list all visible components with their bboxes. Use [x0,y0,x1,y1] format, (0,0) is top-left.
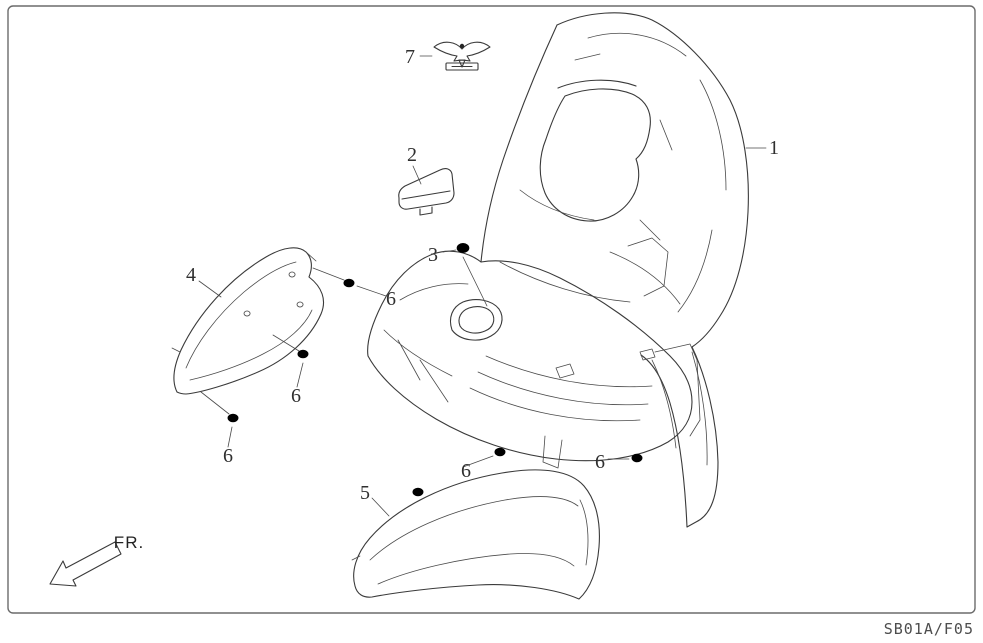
diagram-border [7,5,976,614]
callout-part-2: 2 [407,144,417,166]
screw-fastener [227,413,239,427]
callout-part-4: 4 [186,264,196,286]
screw-fastener [297,349,309,363]
front-cover-detail-lines [499,32,727,466]
callout-part-6: 6 [223,445,233,467]
left-garnish-detail-lines [171,251,317,381]
front-cover-outline [480,12,749,528]
center-shield-panel [367,250,701,469]
screw-fastener [631,453,643,467]
left-garnish-panel [171,247,325,395]
glove-recess [449,299,503,341]
front-cover-aperture [539,79,651,222]
front-cover-panel [480,12,749,528]
callout-part-6: 6 [595,451,605,473]
callout-part-6: 6 [461,460,471,482]
center-shield-detail-lines [383,283,701,469]
drawing-code: SB01A/F05 [883,620,974,638]
front-direction-label: FR. [113,533,145,552]
lid-panel [398,168,455,216]
center-shield-outline [367,250,693,462]
callout-part-1: 1 [769,137,779,159]
callout-part-7: 7 [405,46,415,68]
screw-fastener [494,447,506,461]
leader-lines [198,55,767,517]
callout-part-6: 6 [291,385,301,407]
left-garnish-outline [173,247,325,395]
lower-garnish-panel [351,469,600,600]
screw-fastener [343,278,355,292]
callout-part-5: 5 [360,482,370,504]
screw-part-3 [456,243,470,259]
lower-garnish-detail-lines [351,496,589,585]
front-direction-arrow [49,541,122,587]
eagle-emblem [433,41,491,71]
callout-part-3: 3 [428,244,438,266]
callout-part-6: 6 [386,288,396,310]
lower-garnish-outline [353,469,600,600]
